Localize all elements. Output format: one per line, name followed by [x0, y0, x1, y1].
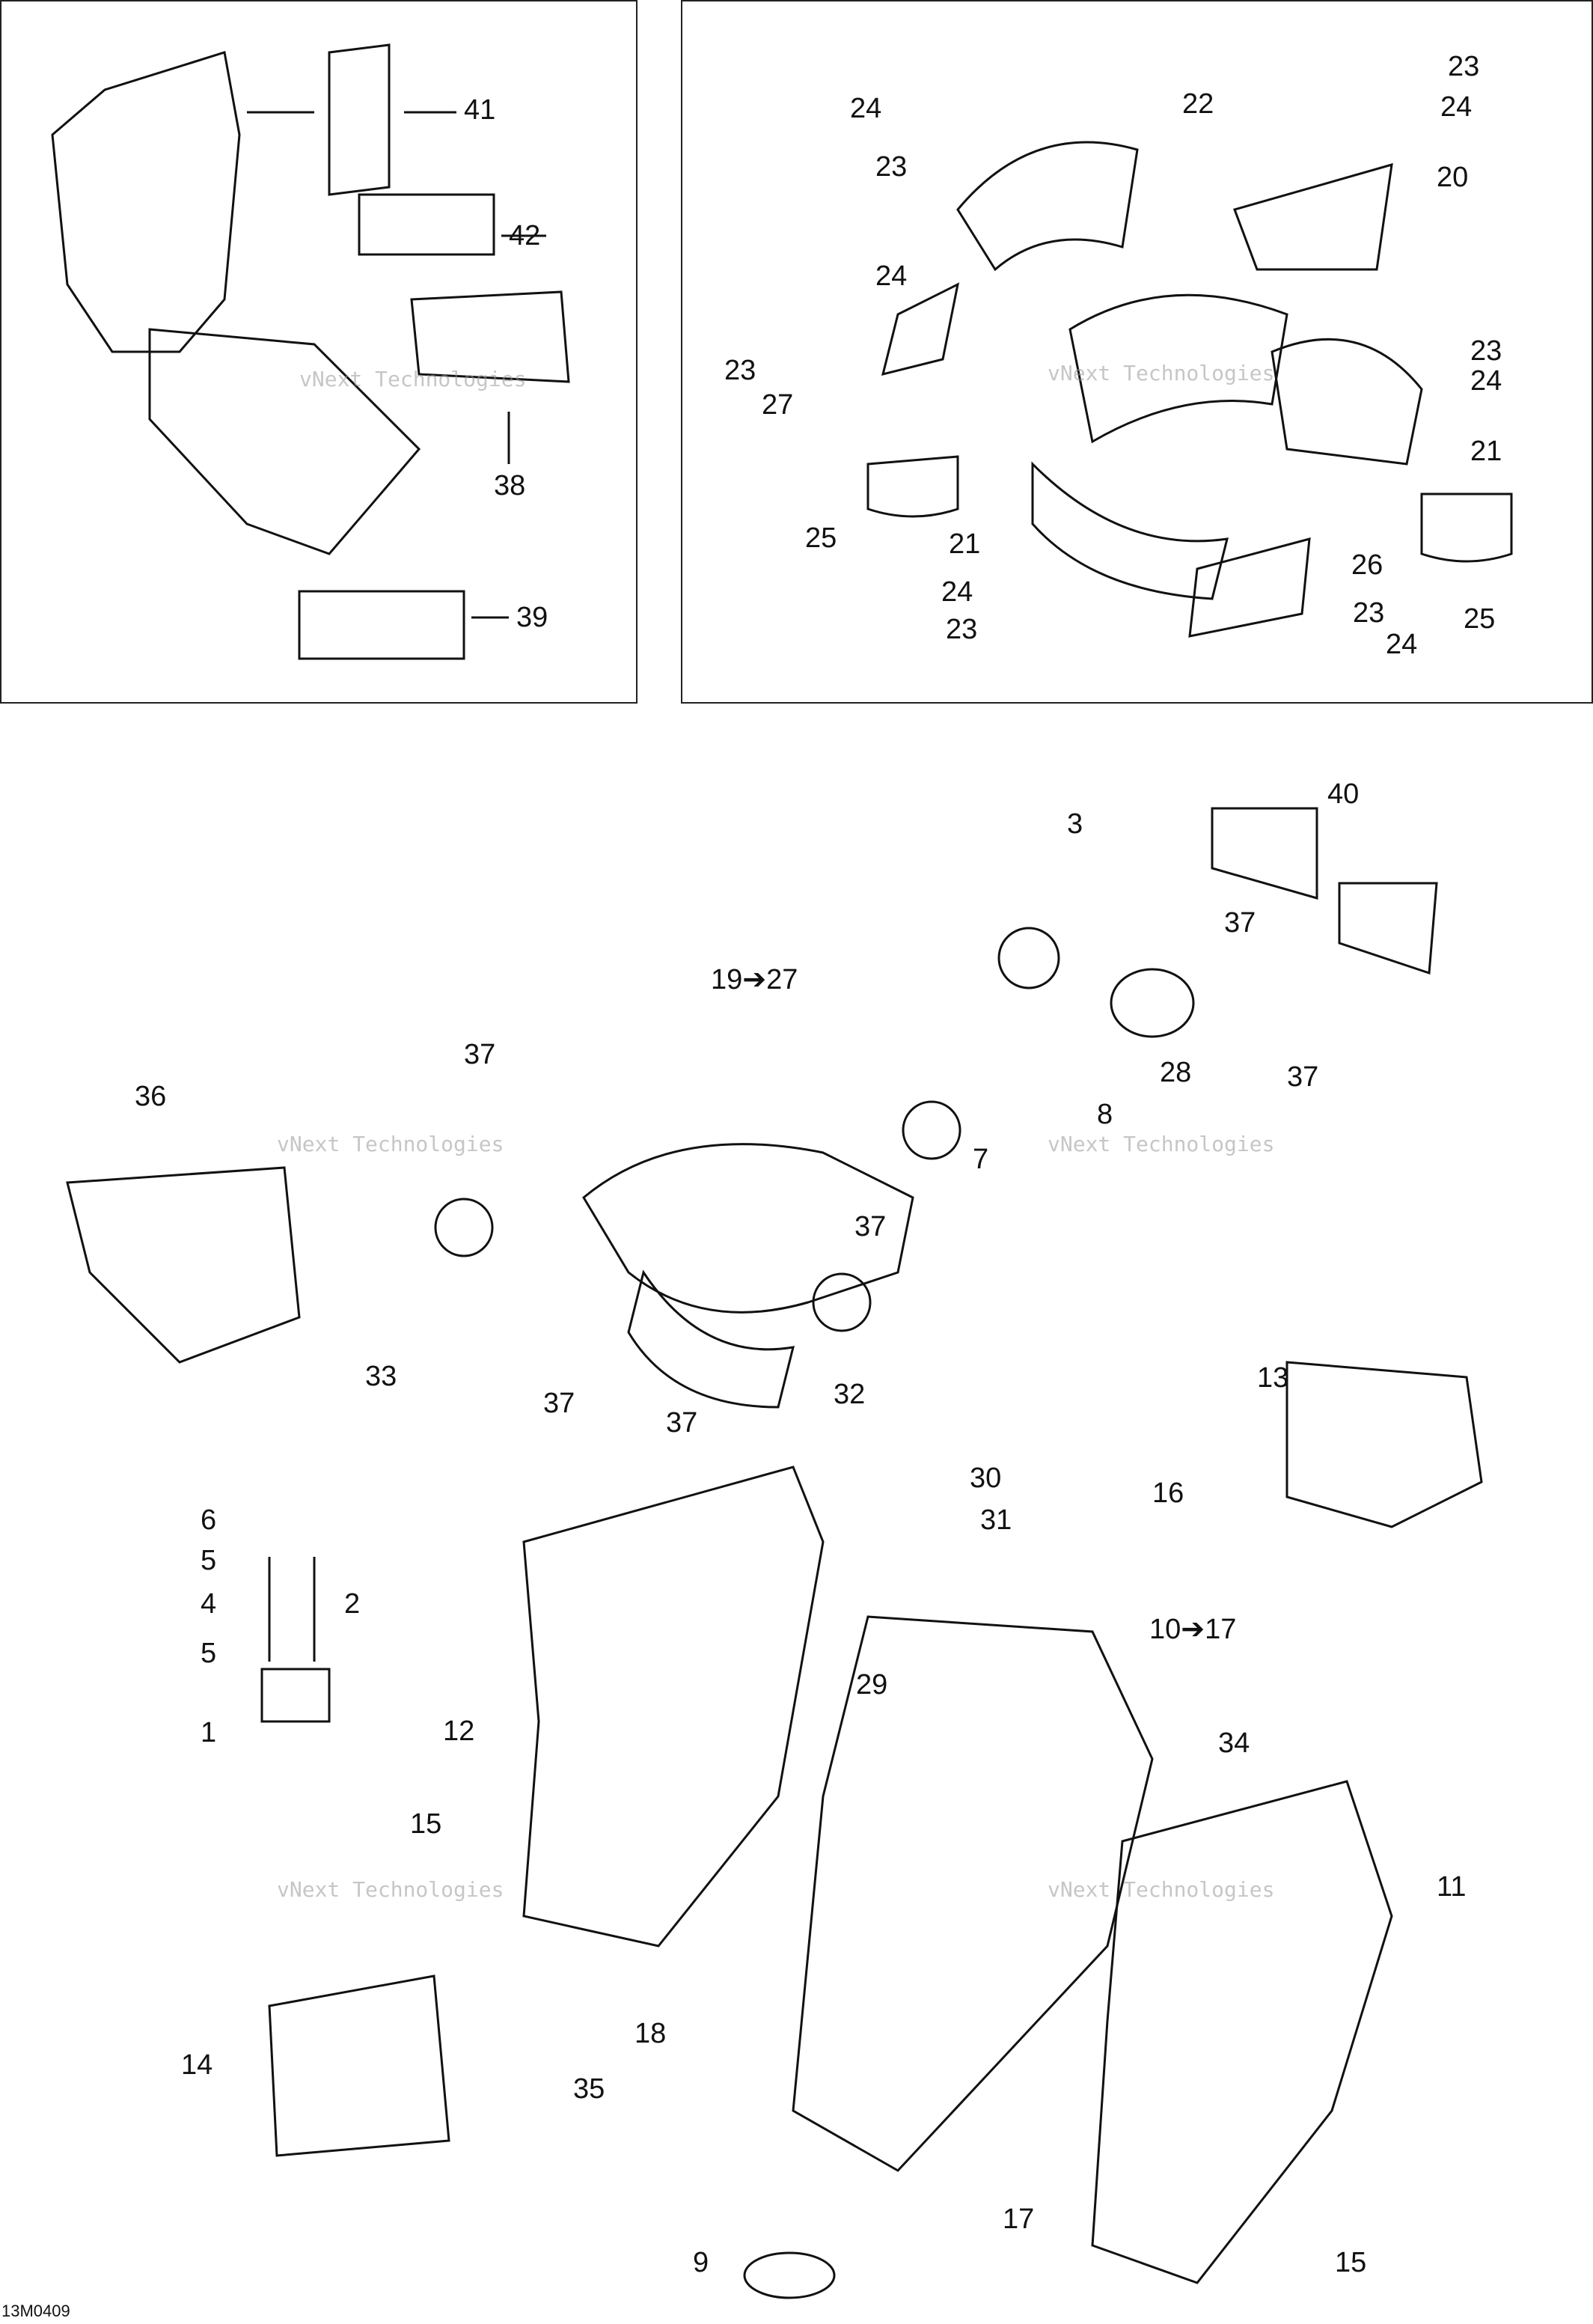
heat-shield-12-shape: [522, 1466, 825, 1948]
callout-34: 34: [1218, 1727, 1250, 1759]
exhaust-manifold-shape: [582, 1143, 914, 1409]
heat-shield-33-shape: [66, 1166, 301, 1364]
callout-19-27: 19➔27: [711, 964, 798, 995]
callout-37-b: 37: [464, 1039, 496, 1070]
callout-30: 30: [970, 1463, 1002, 1494]
mount-assembly-shape: [260, 1557, 331, 1723]
callout-5-a: 5: [201, 1545, 217, 1576]
callout-24-c: 24: [875, 260, 908, 292]
callout-12: 12: [443, 1715, 475, 1747]
rings-and-couplings-shape: [434, 927, 1195, 2299]
callout-24-d: 24: [1470, 365, 1502, 397]
watermark-text-5: vNext Technologies: [277, 1877, 504, 1902]
bracket-40-shapes: [1211, 807, 1438, 975]
callout-28: 28: [1160, 1057, 1192, 1088]
heat-shield-39-shape: [298, 590, 465, 660]
callout-17: 17: [1003, 2203, 1035, 2235]
exhaust-pipe-shields-shape: [866, 141, 1513, 638]
callout-3: 3: [1067, 808, 1083, 840]
callout-25-a: 25: [805, 522, 837, 554]
panel-top-right: [681, 0, 1593, 704]
watermark-text-3: vNext Technologies: [277, 1132, 504, 1156]
callout-23-b: 23: [1448, 51, 1480, 82]
callout-23-a: 23: [875, 151, 908, 183]
heat-shield-42-shape: [358, 193, 495, 256]
callout-13: 13: [1257, 1362, 1289, 1394]
callout-29: 29: [856, 1669, 888, 1701]
callout-5-b: 5: [201, 1638, 217, 1669]
callout-32: 32: [834, 1379, 866, 1410]
callout-9: 9: [693, 2247, 709, 2278]
callout-24-a: 24: [850, 93, 882, 124]
callout-23-e: 23: [946, 614, 978, 645]
callout-14: 14: [181, 2049, 213, 2081]
callout-35: 35: [573, 2073, 605, 2105]
heat-shield-41-shape: [328, 43, 391, 196]
panel-top-left: [0, 0, 637, 704]
callout-33: 33: [365, 1361, 397, 1392]
heat-shield-14-shape: [268, 1974, 450, 2157]
watermark-text-6: vNext Technologies: [1048, 1877, 1275, 1902]
callout-2: 2: [344, 1588, 361, 1620]
callout-27: 27: [762, 389, 794, 421]
watermark-text-4: vNext Technologies: [1048, 1132, 1275, 1156]
callout-38: 38: [494, 470, 526, 501]
callout-7: 7: [973, 1144, 989, 1175]
callout-leader-lines-top-left: [247, 111, 546, 619]
callout-11: 11: [1437, 1871, 1467, 1903]
callout-24-e: 24: [941, 576, 973, 608]
callout-39: 39: [516, 602, 548, 633]
callout-21-a: 21: [1470, 436, 1502, 467]
callout-41: 41: [464, 94, 496, 126]
callout-4: 4: [201, 1588, 217, 1620]
callout-15-a: 15: [410, 1808, 442, 1840]
drawing-code: 13M0409: [1, 2302, 70, 2320]
callout-37-d: 37: [854, 1211, 887, 1242]
callout-10-17: 10➔17: [1149, 1614, 1237, 1645]
watermark-text-1: vNext Technologies: [299, 367, 527, 391]
callout-8: 8: [1097, 1099, 1113, 1130]
watermark-text-2: vNext Technologies: [1048, 361, 1275, 385]
callout-18: 18: [635, 2018, 667, 2049]
callout-36: 36: [135, 1081, 167, 1112]
callout-23-c: 23: [724, 355, 756, 386]
heat-shield-11-shape: [1091, 1780, 1393, 2284]
callout-22: 22: [1182, 88, 1214, 120]
callout-24-f: 24: [1386, 629, 1418, 660]
callout-6: 6: [201, 1504, 217, 1536]
callout-37-e: 37: [543, 1388, 575, 1419]
hull-assembly-shape: [51, 51, 421, 555]
callout-20: 20: [1437, 162, 1469, 193]
heat-shield-13-shape: [1285, 1361, 1483, 1528]
callout-15-b: 15: [1335, 2247, 1367, 2278]
callout-16: 16: [1152, 1477, 1184, 1509]
callout-21-b: 21: [949, 528, 981, 560]
callout-37-a: 37: [1224, 907, 1256, 939]
callout-1: 1: [201, 1717, 217, 1748]
callout-26: 26: [1351, 549, 1383, 581]
muffler-10-shape: [792, 1615, 1154, 2172]
callout-25-b: 25: [1464, 603, 1496, 635]
heat-shield-38-shape: [410, 290, 570, 383]
callout-23-d: 23: [1470, 335, 1502, 367]
callout-37-c: 37: [1287, 1061, 1319, 1093]
callout-37-f: 37: [666, 1407, 698, 1439]
callout-24-b: 24: [1440, 91, 1473, 123]
callout-31: 31: [980, 1504, 1012, 1536]
callout-40: 40: [1327, 778, 1360, 810]
callout-23-f: 23: [1353, 597, 1385, 629]
callout-42: 42: [509, 220, 541, 251]
